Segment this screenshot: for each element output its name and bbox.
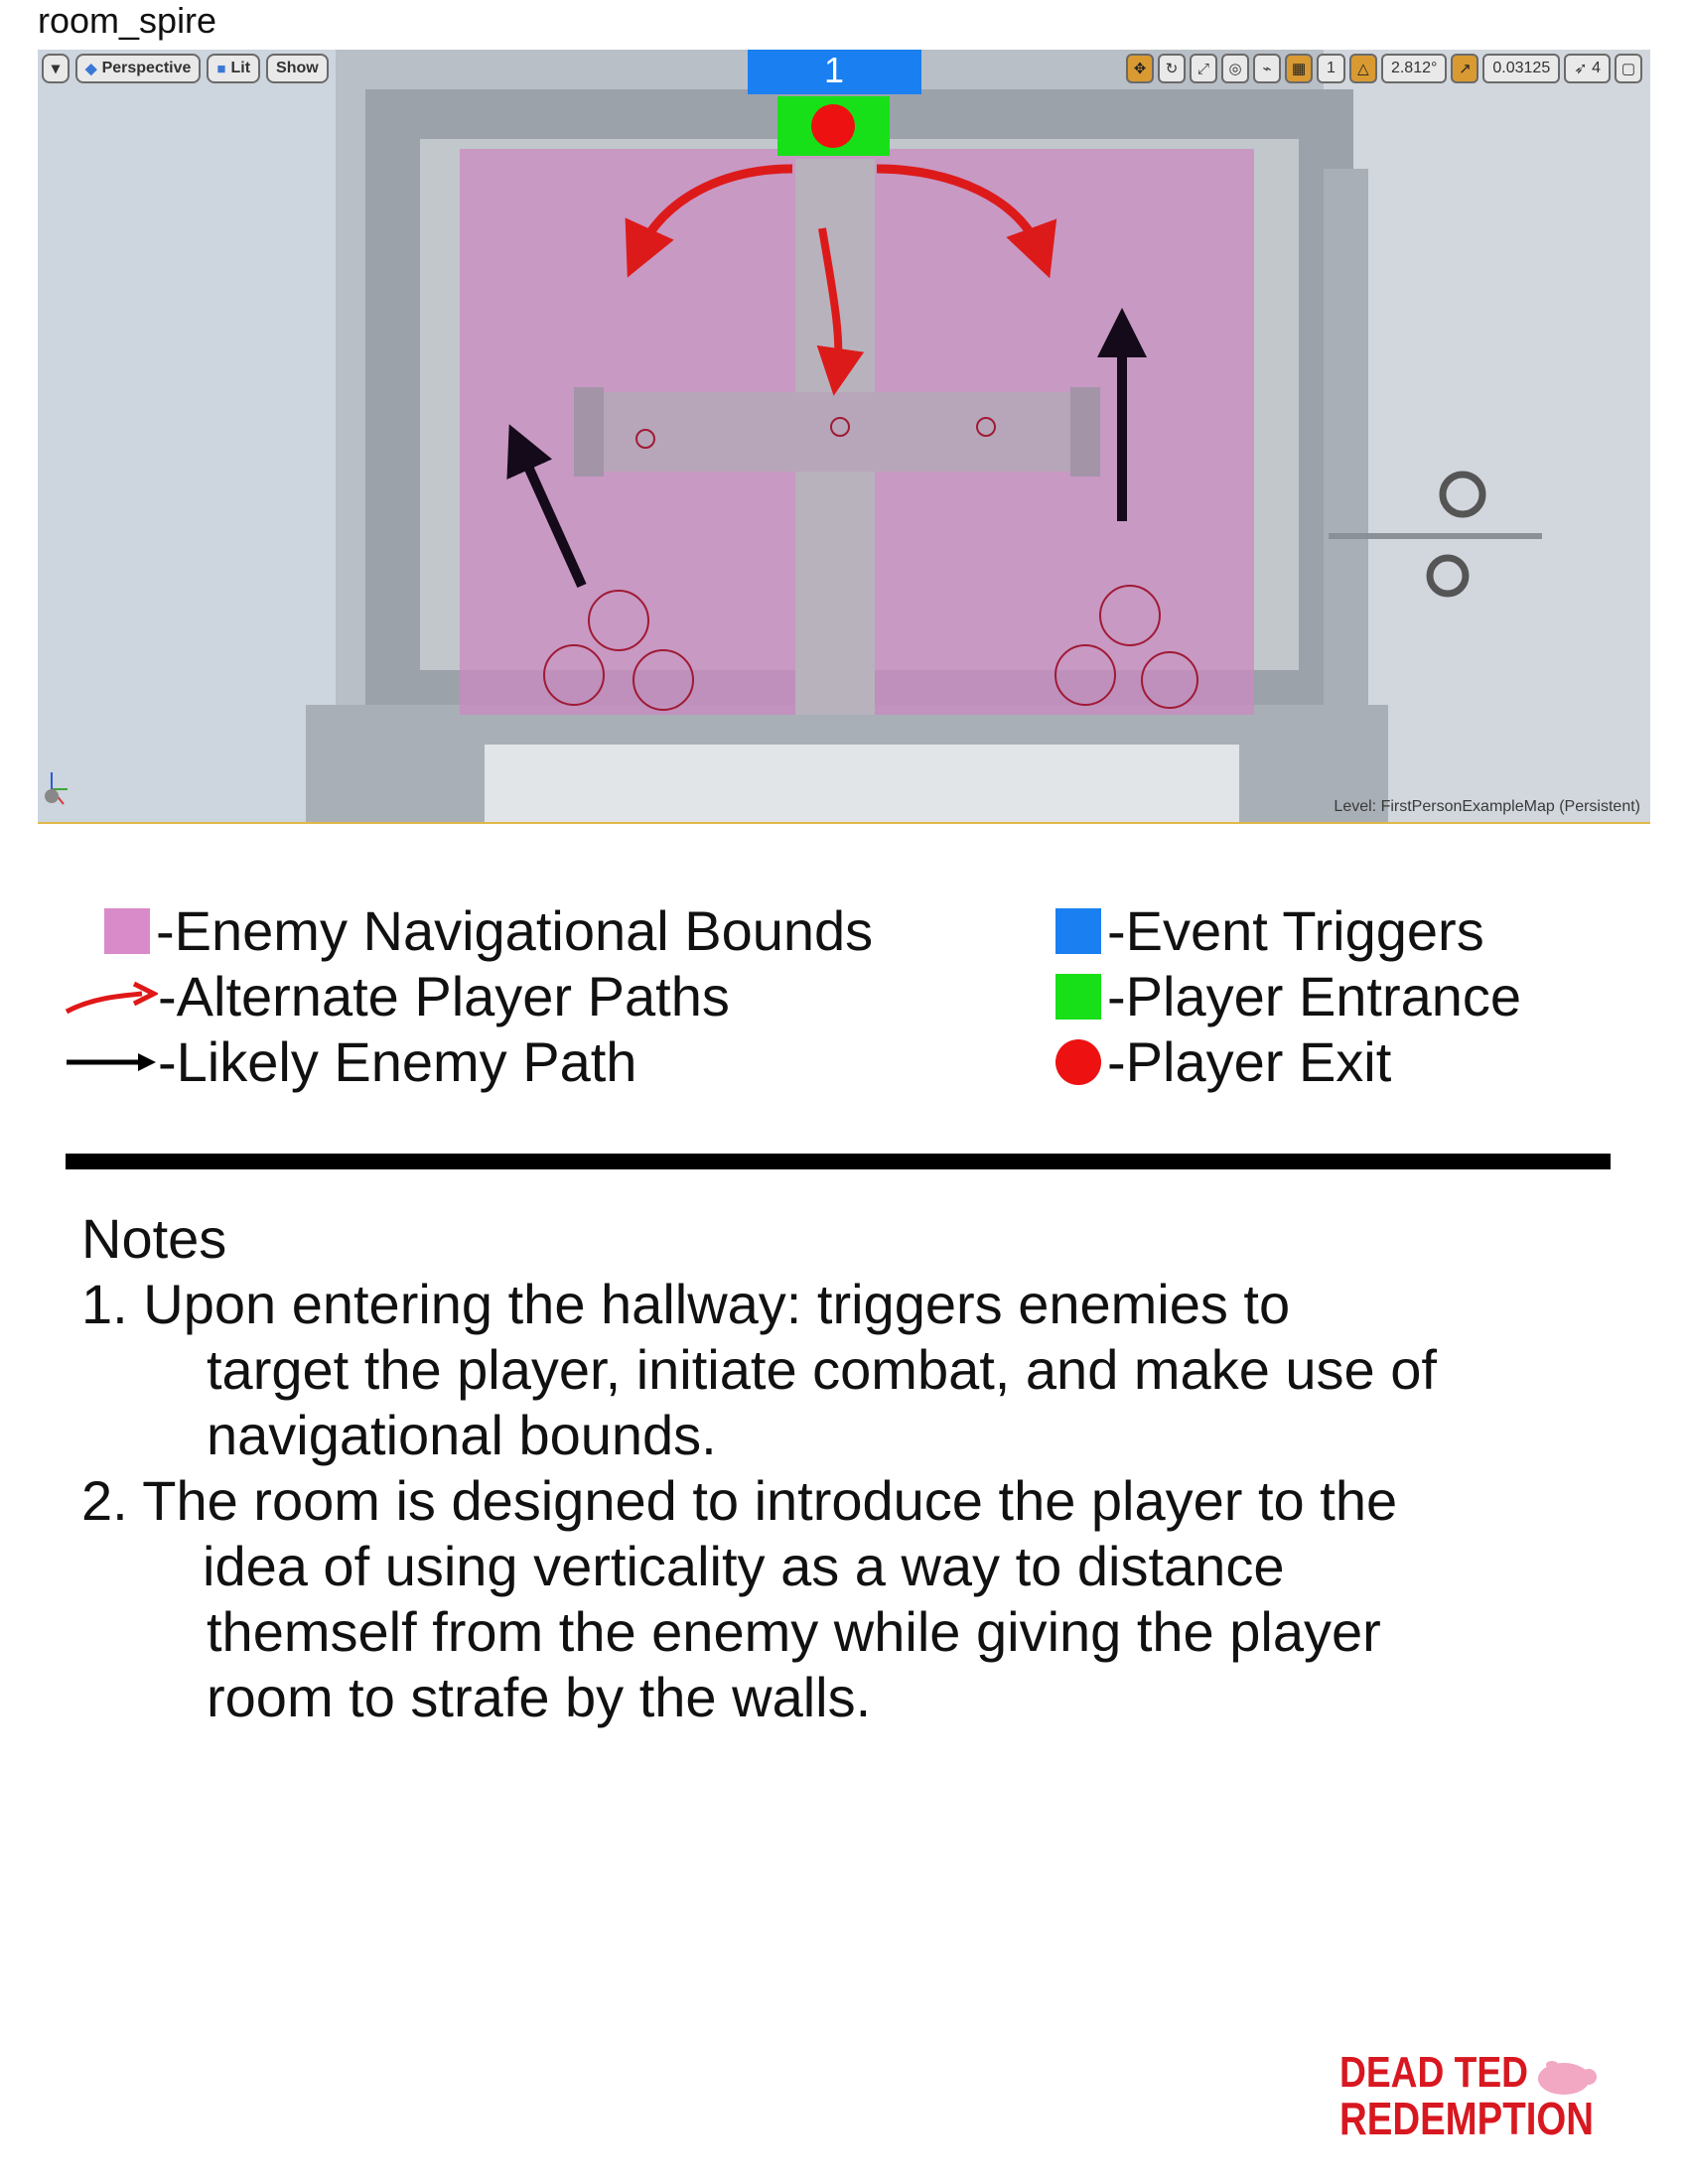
camera-speed[interactable]: ➶ 4 bbox=[1564, 54, 1611, 83]
grid-value[interactable]: 1 bbox=[1317, 54, 1345, 83]
angle-snap-icon[interactable]: △ bbox=[1349, 54, 1377, 83]
world-icon[interactable]: ◎ bbox=[1221, 54, 1249, 83]
legend-player-entrance: -Player Entrance bbox=[1055, 964, 1521, 1029]
page-title: room_spire bbox=[38, 0, 216, 42]
note-2-line-2: idea of using verticality as a way to di… bbox=[81, 1534, 1437, 1599]
blue-swatch-icon bbox=[1055, 908, 1101, 954]
legend-alt-paths: -Alternate Player Paths bbox=[104, 964, 873, 1029]
grid-snap-icon[interactable]: ▦ bbox=[1285, 54, 1313, 83]
perspective-icon: ◆ bbox=[85, 60, 97, 77]
divider bbox=[66, 1154, 1611, 1169]
note-1-line-3: navigational bounds. bbox=[81, 1403, 1437, 1468]
note-1-line-2: target the player, initiate combat, and … bbox=[81, 1337, 1437, 1403]
angle-snap-value[interactable]: 2.812° bbox=[1381, 54, 1447, 83]
viewport-toolbar-left: ▾ ◆Perspective ■Lit Show bbox=[42, 54, 329, 83]
pig-icon bbox=[1538, 2061, 1597, 2095]
note-2-line-4: room to strafe by the walls. bbox=[81, 1665, 1437, 1730]
legend-nav-bounds: -Enemy Navigational Bounds bbox=[104, 898, 873, 964]
maximize-viewport-icon[interactable]: ▢ bbox=[1615, 54, 1642, 83]
green-swatch-icon bbox=[1055, 974, 1101, 1020]
dead-ted-redemption-logo: DEAD TED REDEMPTION bbox=[1336, 2043, 1604, 2142]
note-2: 2. The room is designed to introduce the… bbox=[81, 1468, 1437, 1534]
viewport-options-button[interactable]: ▾ bbox=[42, 54, 70, 83]
viewport-toolbar-right: ✥ ↻ ⤢ ◎ ⌁ ▦ 1 △ 2.812° ↗ 0.03125 ➶ 4 ▢ bbox=[1126, 54, 1642, 83]
camera-speed-icon: ➶ bbox=[1574, 59, 1592, 78]
legend-event-triggers: -Event Triggers bbox=[1055, 898, 1521, 964]
level-scene[interactable]: 1 bbox=[38, 50, 1650, 822]
show-button[interactable]: Show bbox=[266, 54, 329, 83]
perspective-button[interactable]: ◆Perspective bbox=[75, 54, 201, 83]
notes-heading: Notes bbox=[81, 1206, 1437, 1272]
logo-line-1: DEAD TED bbox=[1339, 2048, 1528, 2097]
notes-section: Notes 1. Upon entering the hallway: trig… bbox=[81, 1206, 1437, 1730]
legend-left: -Enemy Navigational Bounds -Alternate Pl… bbox=[104, 898, 873, 1095]
logo-line-2: REDEMPTION bbox=[1339, 2093, 1594, 2142]
black-arrow-icon bbox=[63, 1039, 158, 1085]
player-exit bbox=[811, 104, 855, 148]
legend-player-exit: -Player Exit bbox=[1055, 1029, 1521, 1095]
lit-button[interactable]: ■Lit bbox=[207, 54, 260, 83]
surface-snap-icon[interactable]: ⌁ bbox=[1253, 54, 1281, 83]
red-dot-icon bbox=[1055, 1039, 1101, 1085]
legend-right: -Event Triggers -Player Entrance -Player… bbox=[1055, 898, 1521, 1095]
cube-icon: ■ bbox=[216, 61, 225, 77]
scale-snap-icon[interactable]: ↗ bbox=[1451, 54, 1478, 83]
note-1: 1. Upon entering the hallway: triggers e… bbox=[81, 1272, 1437, 1337]
editor-viewport[interactable]: 1 ▾ ◆Perspective ■Lit Show ✥ ↻ ⤢ ◎ ⌁ ▦ 1… bbox=[38, 50, 1650, 824]
scale-snap-value[interactable]: 0.03125 bbox=[1482, 54, 1560, 83]
trigger-number: 1 bbox=[824, 50, 844, 90]
dropdown-arrow-icon: ▾ bbox=[52, 59, 60, 78]
red-curved-arrow-icon bbox=[63, 974, 158, 1020]
rotate-icon[interactable]: ↻ bbox=[1158, 54, 1186, 83]
note-2-line-3: themself from the enemy while giving the… bbox=[81, 1599, 1437, 1665]
legend-enemy-path: -Likely Enemy Path bbox=[104, 1029, 873, 1095]
level-label: Level: FirstPersonExampleMap (Persistent… bbox=[1334, 798, 1640, 816]
pink-swatch-icon bbox=[104, 908, 150, 954]
scale-icon[interactable]: ⤢ bbox=[1190, 54, 1217, 83]
translate-icon[interactable]: ✥ bbox=[1126, 54, 1154, 83]
